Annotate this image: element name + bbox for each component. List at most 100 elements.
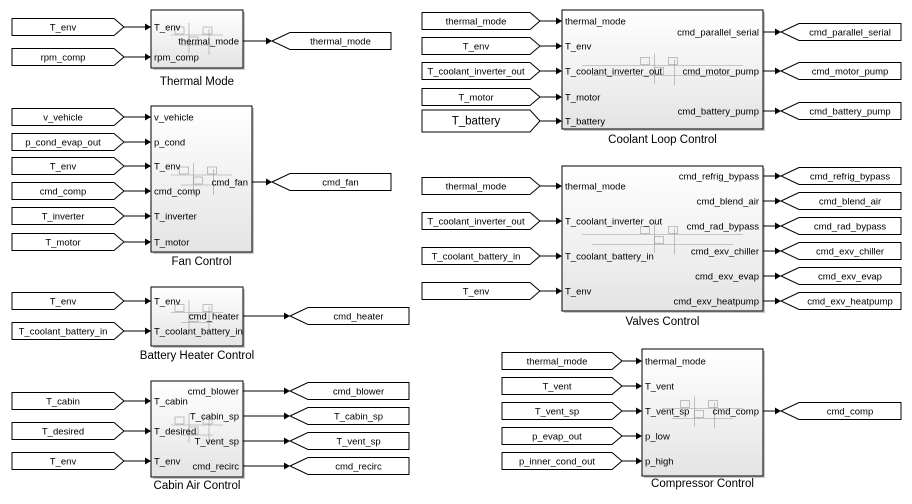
input-tag-label: T_coolant_battery_in <box>19 327 108 338</box>
valves-input-line-3 <box>540 287 562 295</box>
heater-internal-preview <box>171 300 223 333</box>
output-port-label: cmd_comp <box>713 407 759 418</box>
input-tag-cabin-0[interactable]: T_cabin <box>11 392 125 410</box>
input-tag-fan-1[interactable]: p_cond_evap_out <box>11 133 125 151</box>
output-tag-label: cmd_comp <box>827 407 873 418</box>
output-port-label: cmd_refrig_bypass <box>679 172 760 183</box>
input-tag-label: T_battery <box>452 116 501 128</box>
input-tag-coolant-1[interactable]: T_env <box>421 37 541 55</box>
arrowhead <box>145 397 151 405</box>
output-tag-valves-4[interactable]: cmd_exv_evap <box>779 267 902 285</box>
input-tag-coolant-3[interactable]: T_motor <box>421 88 541 106</box>
output-port-label: cmd_exv_evap <box>695 272 759 283</box>
thermal_mode-internal-preview <box>171 23 223 55</box>
arrowhead <box>145 238 151 246</box>
coolant-block-title: Coolant Loop Control <box>608 134 717 146</box>
input-tag-compressor-2[interactable]: T_vent_sp <box>501 402 623 420</box>
input-tag-label: T_env <box>50 162 77 173</box>
coolant-input-line-2 <box>540 67 562 75</box>
output-tag-valves-2[interactable]: cmd_rad_bypass <box>779 217 902 235</box>
input-tag-valves-0[interactable]: thermal_mode <box>421 177 541 195</box>
input-port-label: thermal_mode <box>645 357 706 368</box>
compressor-output-line-0 <box>763 407 781 415</box>
output-tag-valves-3[interactable]: cmd_exv_chiller <box>779 242 902 260</box>
output-tag-valves-1[interactable]: cmd_blend_air <box>779 192 902 210</box>
output-tag-thermal_mode-0[interactable]: thermal_mode <box>270 32 392 50</box>
input-tag-heater-1[interactable]: T_coolant_battery_in <box>11 322 125 340</box>
output-tag-coolant-1[interactable]: cmd_motor_pump <box>779 62 902 80</box>
output-tag-heater-0[interactable]: cmd_heater <box>288 307 410 325</box>
input-tag-fan-3[interactable]: cmd_comp <box>11 182 125 200</box>
arrowhead <box>775 222 781 230</box>
output-tag-label: cmd_parallel_serial <box>809 28 891 39</box>
input-tag-cabin-2[interactable]: T_env <box>11 452 125 470</box>
output-port-label: cmd_exv_heatpump <box>673 297 759 308</box>
compressor-input-line-4 <box>622 457 642 465</box>
input-tag-coolant-0[interactable]: thermal_mode <box>421 12 541 30</box>
output-tag-fan-0[interactable]: cmd_fan <box>270 173 392 191</box>
output-tag-cabin-2[interactable]: T_vent_sp <box>288 432 410 450</box>
input-tag-cabin-1[interactable]: T_desired <box>11 422 125 440</box>
arrowhead <box>775 297 781 305</box>
input-tag-compressor-3[interactable]: p_evap_out <box>501 427 623 445</box>
coolant-internal-preview <box>582 53 743 86</box>
output-tag-valves-5[interactable]: cmd_exv_heatpump <box>779 292 902 310</box>
output-tag-coolant-2[interactable]: cmd_battery_pump <box>779 102 902 120</box>
arrowhead <box>284 387 290 395</box>
thermal_mode-subsystem-block[interactable] <box>150 9 245 70</box>
arrowhead <box>145 53 151 61</box>
input-tag-valves-2[interactable]: T_coolant_battery_in <box>421 247 541 265</box>
arrowhead <box>266 37 272 45</box>
valves-subsystem-block[interactable] <box>561 165 765 313</box>
output-tag-coolant-0[interactable]: cmd_parallel_serial <box>779 23 902 41</box>
output-tag-cabin-0[interactable]: cmd_blower <box>288 382 410 400</box>
input-tag-coolant-4[interactable]: T_battery <box>421 109 541 133</box>
arrowhead <box>284 437 290 445</box>
input-tag-thermal_mode-1[interactable]: rpm_comp <box>11 48 125 66</box>
input-tag-compressor-0[interactable]: thermal_mode <box>501 352 623 370</box>
coolant-subsystem-block[interactable] <box>561 9 765 131</box>
output-port-label: cmd_exv_chiller <box>691 247 759 258</box>
input-port-label: T_env <box>565 42 592 53</box>
arrowhead <box>556 182 562 190</box>
arrowhead <box>775 247 781 255</box>
input-port-label: T_motor <box>154 238 189 249</box>
output-tag-label: cmd_battery_pump <box>809 107 890 118</box>
fan-input-line-1 <box>124 138 151 146</box>
output-tag-label: T_cabin_sp <box>334 412 383 423</box>
output-tag-cabin-3[interactable]: cmd_recirc <box>288 457 410 475</box>
fan-subsystem-block[interactable] <box>150 105 254 254</box>
arrowhead <box>556 93 562 101</box>
input-port-label: T_battery <box>565 117 605 128</box>
output-tag-valves-0[interactable]: cmd_refrig_bypass <box>779 167 902 185</box>
input-tag-coolant-2[interactable]: T_coolant_inverter_out <box>421 62 541 80</box>
input-tag-fan-5[interactable]: T_motor <box>11 233 125 251</box>
input-tag-thermal_mode-0[interactable]: T_env <box>11 18 125 36</box>
compressor-subsystem-block[interactable] <box>641 348 765 478</box>
input-tag-valves-3[interactable]: T_env <box>421 282 541 300</box>
arrowhead <box>145 138 151 146</box>
input-port-label: p_cond <box>154 138 185 149</box>
input-tag-label: T_env <box>50 457 77 468</box>
heater-subsystem-block[interactable] <box>150 286 245 348</box>
arrowhead <box>636 457 642 465</box>
input-tag-heater-0[interactable]: T_env <box>11 292 125 310</box>
input-port-label: thermal_mode <box>565 182 626 193</box>
input-tag-fan-4[interactable]: T_inverter <box>11 207 125 225</box>
output-tag-compressor-0[interactable]: cmd_comp <box>779 402 902 420</box>
valves-output-line-0 <box>763 172 781 180</box>
output-tag-label: T_vent_sp <box>336 437 380 448</box>
input-tag-fan-0[interactable]: v_vehicle <box>11 108 125 126</box>
compressor-input-line-0 <box>622 357 642 365</box>
input-tag-valves-1[interactable]: T_coolant_inverter_out <box>421 212 541 230</box>
thermal_mode-input-line-1 <box>124 53 151 61</box>
input-tag-compressor-1[interactable]: T_vent <box>501 377 623 395</box>
input-tag-fan-2[interactable]: T_env <box>11 157 125 175</box>
input-tag-compressor-4[interactable]: p_inner_cond_out <box>501 452 623 470</box>
cabin-subsystem-block[interactable] <box>150 380 245 479</box>
input-tag-label: p_evap_out <box>532 432 582 443</box>
input-port-label: T_vent <box>645 382 674 393</box>
arrowhead <box>556 117 562 125</box>
input-port-label: T_vent_sp <box>645 407 689 418</box>
output-tag-cabin-1[interactable]: T_cabin_sp <box>288 407 410 425</box>
